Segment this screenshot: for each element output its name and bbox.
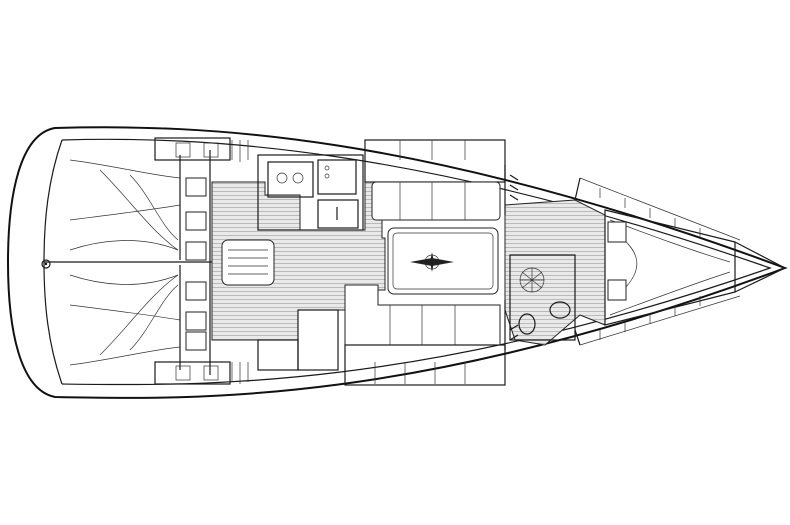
- aft-heads-port: [154, 137, 249, 162]
- chart-table: [257, 309, 339, 371]
- aft-cabin-lockers: [185, 177, 207, 351]
- washbasin-icon: [549, 301, 571, 319]
- forward-cabin-berth: [604, 209, 786, 326]
- hull-inner-line: [61, 138, 772, 386]
- forward-floor: [504, 199, 606, 346]
- aft-starboard-berth: [69, 265, 181, 370]
- toilet-icon: [518, 313, 536, 335]
- aft-heads-starboard: [154, 361, 249, 385]
- stove-icon: [267, 161, 314, 198]
- saloon-table: [387, 227, 499, 295]
- companionway-steps: [221, 239, 275, 286]
- compass-rose-icon: [410, 252, 454, 272]
- head-compartment: [509, 254, 576, 341]
- winch-icon: [41, 259, 51, 269]
- galley: [257, 154, 364, 231]
- saloon-settee-starboard: [344, 284, 506, 386]
- hull-outline: [6, 126, 788, 399]
- saloon-settee-port: [364, 139, 506, 221]
- sink-icon: [317, 199, 359, 229]
- aft-port-berth: [69, 155, 181, 260]
- shower-drain-icon: [519, 267, 545, 293]
- forward-lockers: [574, 177, 741, 346]
